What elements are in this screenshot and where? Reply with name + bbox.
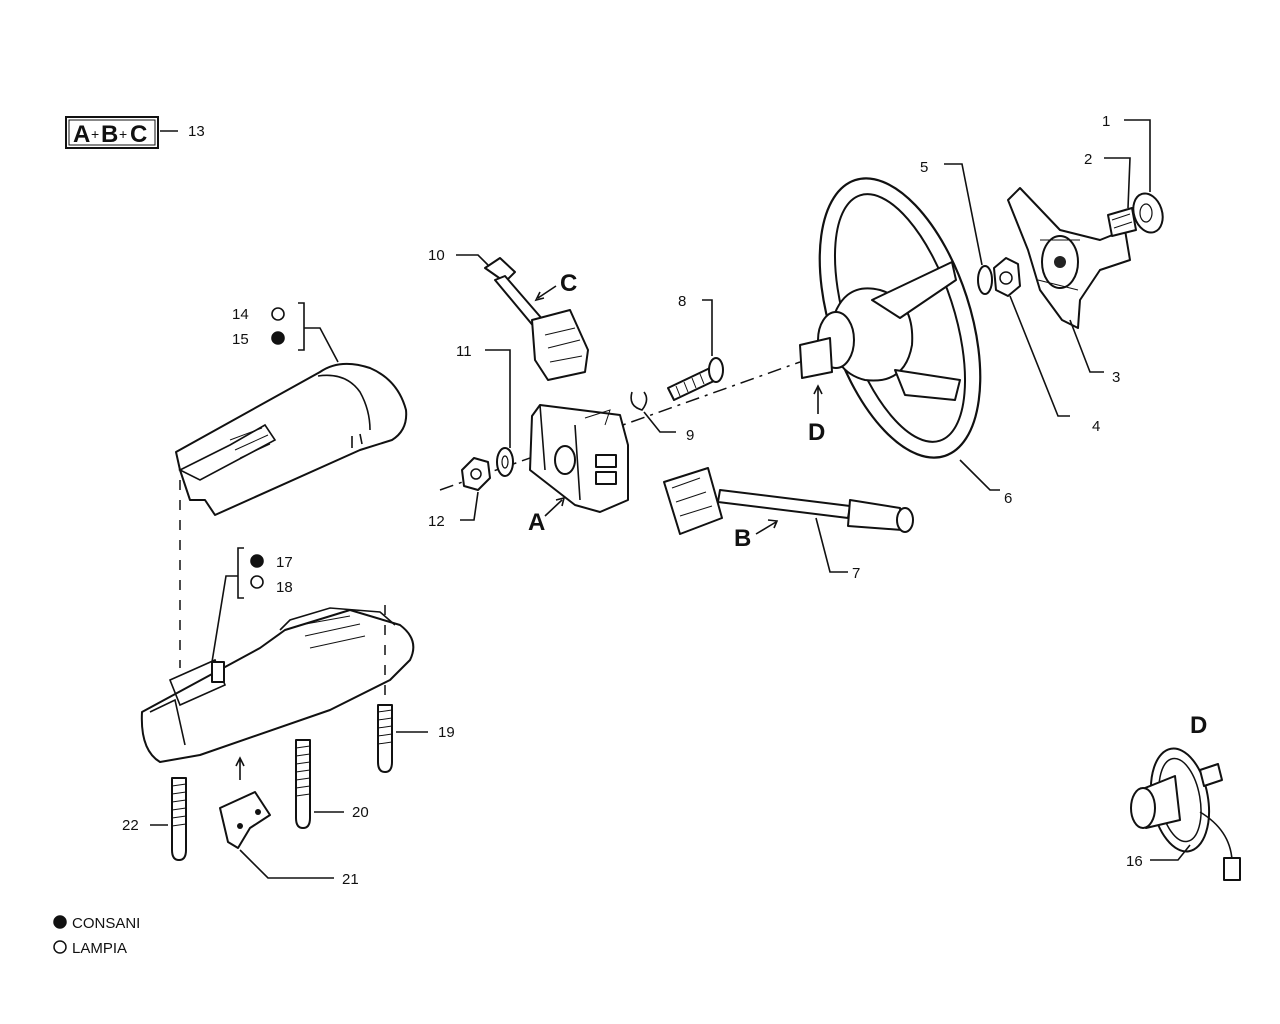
callout-22: 22: [122, 817, 139, 834]
callout-2: 2: [1084, 151, 1092, 168]
callout-15: 15: [232, 331, 249, 348]
stalk-switch-c: [484, 257, 589, 381]
callout-8: 8: [678, 293, 686, 310]
callout-4: 4: [1092, 418, 1100, 435]
letter-c: C: [560, 270, 577, 297]
callout-5: 5: [920, 159, 928, 176]
callout-3: 3: [1112, 369, 1120, 386]
kit-letter-b: B: [101, 121, 118, 148]
bracket-21: [219, 791, 271, 849]
legend-hollow-dot: [53, 940, 67, 954]
letter-b: B: [734, 525, 751, 552]
detail-letter-d: D: [1190, 712, 1207, 739]
legend: CONSANI LAMPIA: [53, 915, 140, 957]
callout-18: 18: [276, 579, 293, 596]
kit-box-13: A + B + C 13: [65, 116, 205, 149]
callout-10: 10: [428, 247, 445, 264]
callout-13: 13: [188, 123, 205, 140]
washer-5: [977, 265, 993, 295]
callout-20: 20: [352, 804, 369, 821]
callout-21: 21: [342, 871, 359, 888]
clip-9: [630, 391, 648, 411]
filled-dot-15: [271, 331, 285, 345]
part-2-clip: [1107, 207, 1137, 237]
screw-22: [171, 777, 187, 861]
callout-7: 7: [852, 565, 860, 582]
callout-17: 17: [276, 554, 293, 571]
lower-column-shroud: [140, 607, 415, 763]
screw-8: [667, 357, 724, 401]
callout-14: 14: [232, 306, 249, 323]
letter-a: A: [528, 509, 545, 536]
callout-16: 16: [1126, 853, 1143, 870]
screw-19: [377, 704, 393, 773]
kit-plus-1: +: [91, 126, 99, 142]
callout-1: 1: [1102, 113, 1110, 130]
callout-19: 19: [438, 724, 455, 741]
horn-badge-1: [1132, 192, 1164, 234]
kit-letter-c: C: [130, 121, 147, 148]
nut-4: [993, 257, 1021, 297]
filled-dot-17: [250, 554, 264, 568]
callout-6: 6: [1004, 490, 1012, 507]
stalk-switch-b: [663, 467, 914, 535]
steering-wheel-6: [799, 177, 982, 459]
nut-12: [461, 457, 491, 491]
screw-20: [295, 739, 311, 829]
horn-contact-16: [1130, 747, 1241, 881]
legend-filled-dot: [53, 915, 67, 929]
upper-column-shroud: [175, 362, 408, 516]
letter-d: D: [808, 419, 825, 446]
hollow-dot-14: [271, 307, 285, 321]
combination-switch-a: [529, 404, 629, 513]
callout-12: 12: [428, 513, 445, 530]
callout-9: 9: [686, 427, 694, 444]
callout-11: 11: [456, 343, 472, 360]
hollow-dot-18: [250, 575, 264, 589]
washer-11: [496, 447, 514, 477]
hub-plate-3: [1007, 187, 1131, 329]
legend-filled-label: CONSANI: [72, 915, 140, 932]
kit-plus-2: +: [119, 126, 127, 142]
legend-hollow-label: LAMPIA: [72, 940, 127, 957]
kit-letter-a: A: [73, 121, 90, 148]
